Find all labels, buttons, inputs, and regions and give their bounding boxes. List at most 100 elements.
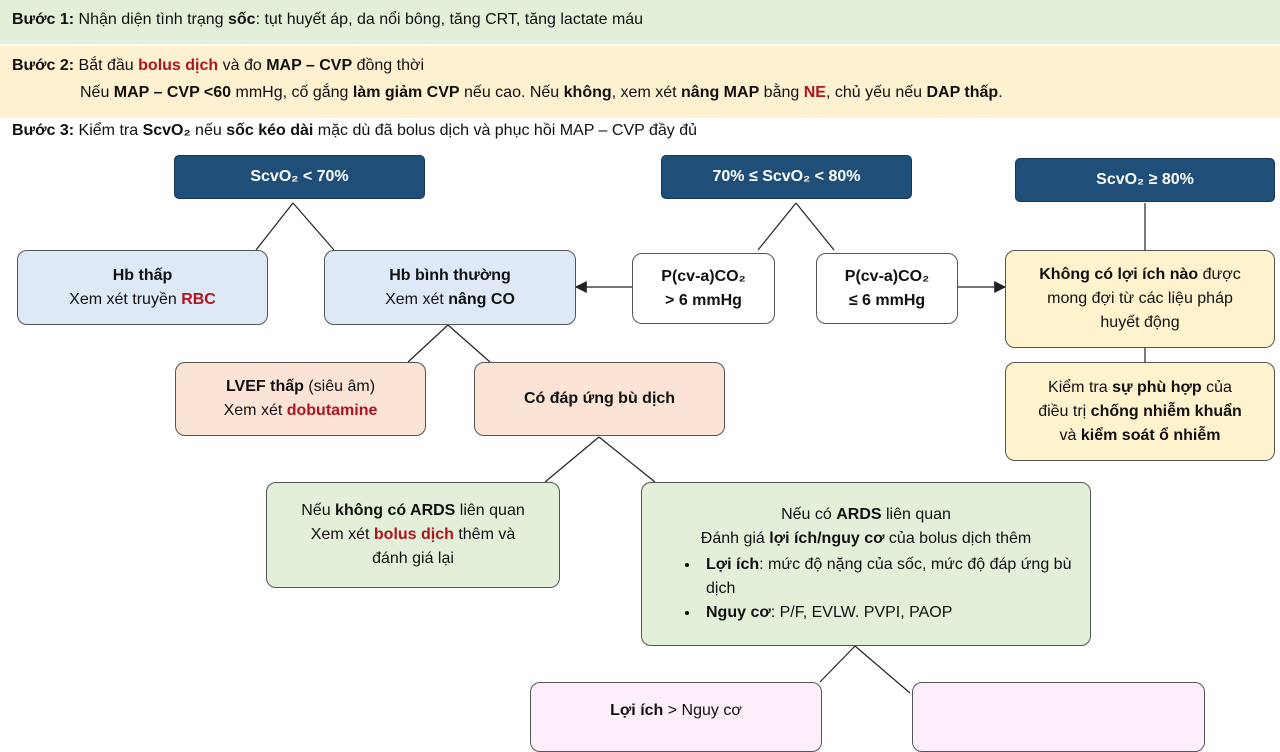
no-benefit-line-1: Không có lợi ích nào được bbox=[1039, 263, 1240, 287]
ards-line-1: Nếu có ARDS liên quan bbox=[781, 503, 951, 527]
no-ards-text-3: Xem xét bbox=[310, 526, 374, 543]
benefit-gt-risk-box: Lợi ích > Nguy cơ bbox=[530, 682, 822, 752]
step-2-text: , xem xét bbox=[611, 84, 682, 101]
connector-low-hblow bbox=[255, 202, 294, 251]
step-2-text: Nếu bbox=[80, 84, 114, 101]
step-2-text: , chủ yếu nếu bbox=[825, 84, 927, 101]
no-benefit-text: được bbox=[1198, 266, 1241, 283]
no-benefit-line-3: huyết động bbox=[1100, 314, 1180, 331]
no-ards-red: bolus dịch bbox=[373, 526, 454, 543]
ards-text-3: Đánh giá bbox=[700, 530, 770, 547]
lvef-bold: LVEF thấp bbox=[225, 378, 304, 395]
step-2-text: và đo bbox=[218, 57, 267, 74]
no-ards-box: Nếu không có ARDS liên quan Xem xét bolu… bbox=[266, 482, 560, 588]
step-1-bold: sốc bbox=[227, 11, 256, 28]
ards-text: Nếu có bbox=[781, 506, 837, 523]
infection-text-3: điều trị bbox=[1038, 402, 1091, 420]
connector-mid-pco2high bbox=[757, 202, 797, 251]
lvef-line-2: Xem xét dobutamine bbox=[224, 399, 378, 423]
hb-normal-text: Xem xét bbox=[385, 290, 449, 308]
infection-text-2: của bbox=[1201, 378, 1232, 396]
no-ards-text: Nếu bbox=[301, 502, 336, 519]
ards-bullet-risk-text: : P/F, EVLW. PVPI, PAOP bbox=[770, 604, 953, 621]
ards-bullet-list: Lợi ích: mức độ nặng của sốc, mức độ đáp… bbox=[642, 553, 1090, 625]
scvo2-mid-header: 70% ≤ ScvO₂ < 80% bbox=[661, 155, 912, 199]
step-2-label: Bước 2: bbox=[12, 57, 75, 74]
hb-low-box: Hb thấp Xem xét truyền RBC bbox=[17, 250, 268, 325]
no-ards-text-4: thêm và bbox=[453, 526, 516, 543]
connector-hbnormal-fluidresp bbox=[447, 324, 491, 363]
step-3-text: Kiểm tra bbox=[74, 122, 143, 139]
step-2-band: Bước 2: Bắt đầu bolus dịch và đo MAP – C… bbox=[0, 46, 1280, 118]
step-2-line-1: Bước 2: Bắt đầu bolus dịch và đo MAP – C… bbox=[12, 57, 1268, 75]
step-1-text-2: : tụt huyết áp, da nổi bông, tăng CRT, t… bbox=[255, 11, 644, 28]
step-2-bold: nâng MAP bbox=[681, 84, 760, 101]
ards-box: Nếu có ARDS liên quan Đánh giá lợi ích/n… bbox=[641, 482, 1091, 646]
no-ards-line-3: đánh giá lại bbox=[372, 550, 454, 567]
hb-low-text: Xem xét truyền bbox=[69, 290, 182, 308]
hb-low-line: Xem xét truyền RBC bbox=[69, 288, 216, 312]
no-ards-bold: không có ARDS bbox=[335, 502, 456, 519]
step-3-text: nếu bbox=[190, 122, 227, 139]
hb-normal-box: Hb bình thường Xem xét nâng CO bbox=[324, 250, 576, 325]
step-2-red: bolus dịch bbox=[138, 57, 219, 74]
step-1-label: Bước 1: bbox=[12, 11, 75, 28]
ards-bullet-risk-label: Nguy cơ bbox=[706, 604, 771, 621]
infection-line-1: Kiểm tra sự phù hợp của bbox=[1048, 376, 1232, 400]
infection-bold-2: chống nhiễm khuẩn bbox=[1090, 402, 1242, 420]
step-2-text: nếu cao. Nếu bbox=[459, 84, 564, 101]
connector-mid-pco2low bbox=[795, 202, 835, 251]
step-2-bold: DAP thấp bbox=[926, 84, 999, 101]
step-2-red: NE bbox=[803, 84, 826, 101]
step-2-line-2: Nếu MAP – CVP <60 mmHg, cố gắng làm giảm… bbox=[12, 84, 1268, 102]
lvef-text: (siêu âm) bbox=[303, 378, 376, 395]
no-ards-text-2: liên quan bbox=[455, 502, 525, 519]
infection-bold-3: kiểm soát ổ nhiễm bbox=[1080, 426, 1221, 444]
ards-bullet-benefit-text: : mức độ nặng của sốc, mức độ đáp ứng bù… bbox=[706, 556, 1072, 597]
ards-bullet-benefit-label: Lợi ích bbox=[706, 556, 760, 573]
hb-low-red: RBC bbox=[181, 290, 216, 308]
hb-normal-title: Hb bình thường bbox=[389, 266, 511, 284]
lvef-box: LVEF thấp (siêu âm) Xem xét dobutamine bbox=[175, 362, 426, 436]
benefit-gt-risk-bold: Lợi ích bbox=[610, 702, 664, 719]
step-2-text: mmHg, cố gắng bbox=[231, 84, 353, 101]
benefit-gt-risk-text: > Nguy cơ bbox=[663, 702, 742, 719]
lvef-text-2: Xem xét bbox=[223, 402, 287, 419]
fluid-responsive-title: Có đáp ứng bù dịch bbox=[523, 390, 676, 407]
infection-box: Kiểm tra sự phù hợp của điều trị chống n… bbox=[1005, 362, 1275, 461]
step-2-bold: làm giảm CVP bbox=[352, 84, 460, 101]
pco2-low-line-1: P(cv-a)CO₂ bbox=[844, 267, 930, 285]
connector-hbnormal-lvef bbox=[407, 324, 449, 363]
pco2-high-line-2: > 6 mmHg bbox=[665, 291, 742, 309]
lvef-line-1: LVEF thấp (siêu âm) bbox=[226, 375, 375, 399]
ards-bullet-risk: Nguy cơ: P/F, EVLW. PVPI, PAOP bbox=[700, 601, 1090, 625]
connector-ards-benefit bbox=[819, 645, 856, 683]
ards-bullet-benefit: Lợi ích: mức độ nặng của sốc, mức độ đáp… bbox=[700, 553, 1090, 601]
step-3-band: Bước 3: Kiểm tra ScvO₂ nếu sốc kéo dài m… bbox=[0, 120, 1280, 150]
no-ards-line-1: Nếu không có ARDS liên quan bbox=[301, 499, 524, 523]
lvef-red: dobutamine bbox=[286, 402, 378, 419]
pco2-high-box: P(cv-a)CO₂ > 6 mmHg bbox=[632, 253, 775, 324]
infection-bold: sự phù hợp bbox=[1112, 378, 1202, 396]
connector-lines bbox=[255, 202, 1146, 694]
step-2-bold: MAP – CVP <60 bbox=[113, 84, 232, 101]
risk-gt-benefit-box bbox=[912, 682, 1205, 752]
scvo2-low-header: ScvO₂ < 70% bbox=[174, 155, 425, 199]
ards-bold-2: lợi ích/nguy cơ bbox=[769, 530, 885, 547]
no-ards-line-2: Xem xét bolus dịch thêm và bbox=[311, 523, 516, 547]
step-2-text: . bbox=[998, 84, 1003, 101]
step-3-bold: ScvO₂ bbox=[142, 122, 191, 139]
infection-line-2: điều trị chống nhiễm khuẩn bbox=[1038, 400, 1242, 424]
step-2-bold: MAP – CVP bbox=[266, 57, 353, 74]
fluid-responsive-box: Có đáp ứng bù dịch bbox=[474, 362, 725, 436]
step-2-text: đồng thời bbox=[352, 57, 425, 74]
infection-line-3: và kiểm soát ổ nhiễm bbox=[1060, 424, 1221, 448]
no-benefit-bold: Không có lợi ích nào bbox=[1039, 266, 1199, 283]
step-3-text: mặc dù đã bolus dịch và phục hồi MAP – C… bbox=[313, 122, 697, 139]
pco2-high-line-1: P(cv-a)CO₂ bbox=[661, 267, 746, 285]
pco2-low-line-2: ≤ 6 mmHg bbox=[848, 291, 926, 309]
connector-low-hbnormal bbox=[292, 202, 335, 251]
connector-ards-right bbox=[854, 645, 911, 694]
connector-fluidresp-noards bbox=[544, 436, 600, 483]
hb-low-title: Hb thấp bbox=[112, 266, 173, 284]
